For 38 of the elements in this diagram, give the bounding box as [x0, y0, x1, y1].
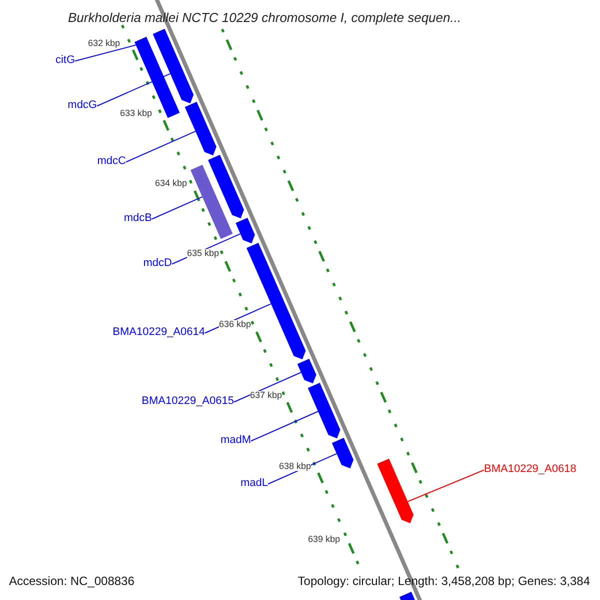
- leader-line: [74, 44, 136, 62]
- gene-feature-bar: [190, 164, 233, 239]
- gene-label: mdcB: [124, 213, 152, 224]
- tick-label: 633 kbp: [120, 109, 152, 118]
- gene-label: madM: [220, 435, 251, 446]
- tick-label: 639 kbp: [308, 535, 340, 544]
- leader-line: [407, 470, 484, 502]
- leader-line: [234, 372, 302, 402]
- footer-text: Topology: circular; Length: 3,458,208 bp; Genes: 3,384: [298, 575, 590, 587]
- gene-feature-bar: [308, 382, 340, 438]
- tick-label: 635 kbp: [187, 249, 220, 258]
- tick-label: 638 kbp: [279, 462, 312, 471]
- gene-label: mdcG: [68, 100, 97, 111]
- tick-label: 634 kbp: [155, 179, 188, 188]
- tick-label: 637 kbp: [250, 391, 282, 400]
- gene-feature-bar: [208, 154, 244, 218]
- leader-line: [250, 410, 319, 442]
- leader-line: [96, 73, 171, 106]
- gene-feature-bar: [236, 218, 255, 244]
- tick-label: 636 kbp: [219, 320, 252, 329]
- gene-label: BMA10229_A0615: [142, 396, 234, 407]
- leader-line: [126, 130, 196, 162]
- gene-feature-bar: [134, 36, 180, 118]
- gene-feature-bar: [332, 438, 354, 468]
- gene-label: mdcD: [143, 258, 172, 269]
- gene-feature-bar: [184, 102, 216, 156]
- tick-label: 632 kbp: [88, 39, 120, 48]
- title: Burkholderia mallei NCTC 10229 chromosome I, complete sequen...: [67, 10, 462, 25]
- gene-feature-bar: [152, 28, 194, 104]
- footer-text: Accession: NC_008836: [9, 575, 134, 587]
- gene-label: BMA10229_A0618: [484, 464, 576, 475]
- gene-feature-bar: [297, 358, 316, 384]
- gene-label: mdcC: [97, 156, 126, 167]
- gene-label: madL: [240, 478, 268, 489]
- gene-label: citG: [55, 55, 75, 66]
- gene-feature-bar: [377, 458, 414, 524]
- gene-label: BMA10229_A0614: [112, 327, 205, 338]
- leader-line: [152, 196, 203, 220]
